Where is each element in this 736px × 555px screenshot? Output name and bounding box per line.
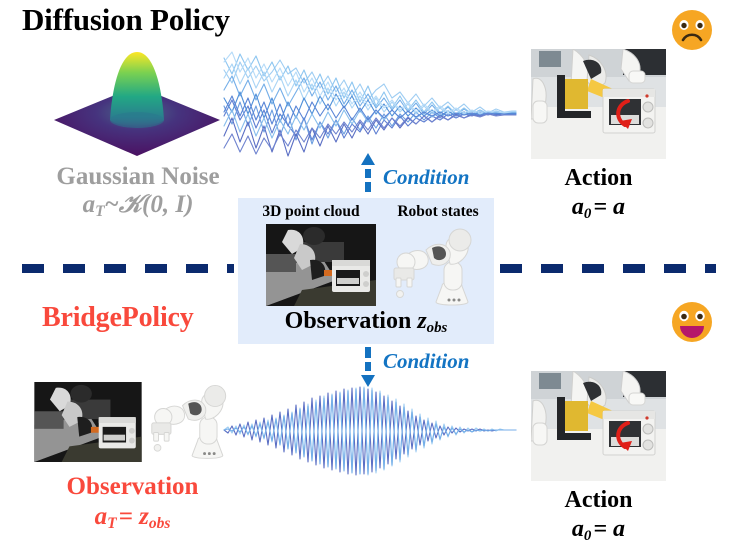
action-formula-bottom: a0 = a (511, 516, 686, 545)
formula-subscript: 0 (583, 528, 592, 545)
point-cloud-label: 3D point cloud (262, 203, 360, 220)
page-title-bridge-policy: BridgePolicy (42, 302, 194, 333)
action-formula-top: a0 = a (511, 194, 686, 223)
observation-caption-var: z (417, 308, 427, 334)
formula-rest: ~𝒦(0, I) (104, 191, 194, 218)
action-label-top: Action (564, 165, 633, 191)
condition-label-top: Condition (383, 165, 470, 189)
action-label-bottom: Action (564, 487, 633, 513)
observation-caption: Observation zobs (238, 308, 494, 337)
dashed-divider-left (22, 264, 234, 273)
dashed-divider-right (500, 264, 716, 273)
formula-subscript-2: obs (148, 515, 171, 533)
gaussian-surface-3d (52, 44, 222, 166)
condition-arrow-up-icon (358, 153, 378, 193)
condition-label-bottom: Condition (383, 349, 470, 373)
point-cloud-scene-photo (266, 224, 376, 306)
gaussian-noise-formula: aT~𝒦(0, I) (18, 190, 258, 221)
observation-caption-subscript: obs (426, 320, 448, 337)
condition-arrow-down-icon (358, 346, 378, 388)
robot-opening-oven-photo-top (530, 48, 666, 159)
formula-subscript: T (95, 203, 105, 221)
formula-subscript: T (107, 515, 117, 533)
formula-var: a (82, 191, 96, 218)
bridge-observation-formula: aT = zobs (20, 503, 245, 533)
robot-states-label: Robot states (397, 203, 479, 220)
formula-rest: = a (593, 516, 626, 542)
bridge-noise-trajectories (222, 382, 518, 478)
formula-subscript: 0 (583, 206, 592, 223)
bridge-observation-label: Observation (66, 473, 199, 500)
observation-caption-text: Observation (284, 308, 418, 334)
franka-robot-arm-render-bottom (146, 378, 242, 462)
diffusion-noise-trajectories (222, 48, 518, 170)
formula-rest: = z (118, 503, 149, 530)
formula-var: a (571, 194, 584, 220)
franka-robot-arm-render (388, 222, 488, 308)
formula-var: a (571, 516, 584, 542)
gaussian-noise-label: Gaussian Noise (56, 163, 220, 190)
robot-opening-oven-photo-bottom (530, 370, 666, 481)
page-title-diffusion-policy: Diffusion Policy (22, 2, 230, 37)
point-cloud-scene-photo-bottom (34, 382, 142, 462)
sad-face-emoji (670, 8, 714, 52)
formula-rest: = a (593, 194, 626, 220)
happy-face-emoji (670, 300, 714, 344)
formula-var: a (94, 503, 108, 530)
